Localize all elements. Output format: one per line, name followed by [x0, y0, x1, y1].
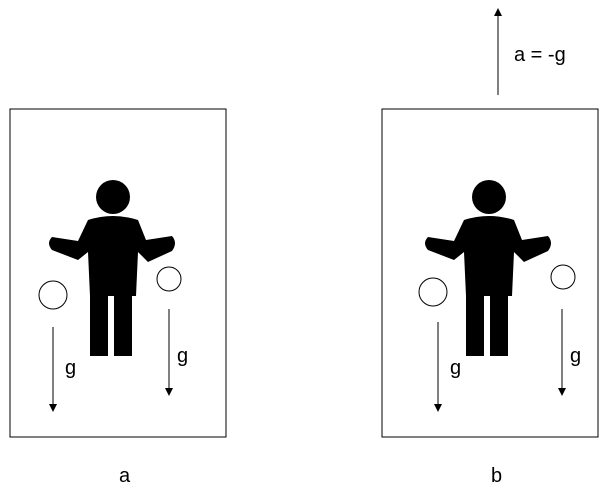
person-right-leg-a — [114, 292, 132, 356]
left-ball-b — [418, 277, 448, 307]
acceleration-label-b: a = -g — [514, 44, 566, 66]
person-figure-a — [49, 180, 175, 356]
person-right-leg-b — [490, 292, 508, 356]
person-left-leg-b — [466, 292, 484, 356]
left-ball-a — [38, 280, 68, 310]
person-body-b — [425, 216, 551, 296]
person-figure-b — [425, 180, 551, 356]
person-head-a — [96, 180, 130, 214]
person-left-leg-a — [90, 292, 108, 356]
panel-caption-a: a — [119, 465, 131, 485]
person-head-b — [472, 180, 506, 214]
left-gravity-label-b: g — [450, 357, 461, 379]
panel-caption-b: b — [491, 465, 502, 485]
right-ball-b — [550, 264, 576, 290]
panel-b: a = -g g g b — [381, 8, 599, 485]
panel-a: g g a — [9, 108, 227, 485]
right-ball-a — [156, 266, 182, 292]
right-gravity-label-b: g — [570, 345, 581, 367]
person-body-a — [49, 216, 175, 296]
left-gravity-label-a: g — [65, 357, 76, 379]
right-gravity-label-a: g — [177, 345, 188, 367]
